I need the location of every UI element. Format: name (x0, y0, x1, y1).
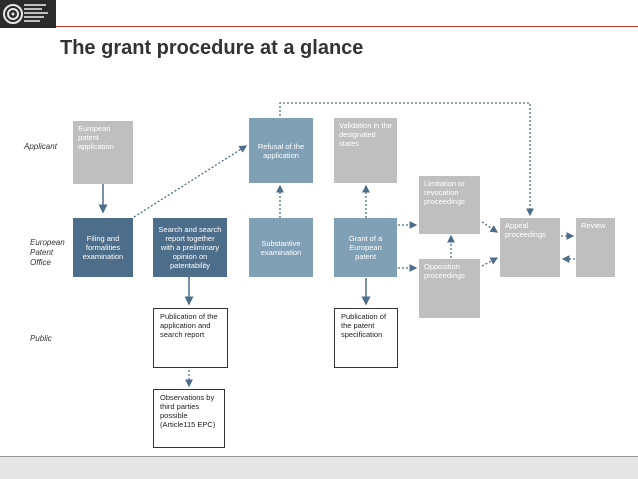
row-label-public: Public (30, 334, 52, 343)
box-limitation: Limitation or revocation proceedings (419, 176, 480, 234)
box-opposition: Opposition proceedings (419, 259, 480, 318)
box-refusal: Refusal of the application (249, 118, 313, 183)
box-validation: Validation in the designated states (334, 118, 397, 183)
logo-text-lines (24, 4, 52, 24)
arrow-filing-to-refusal (133, 145, 248, 218)
header-rule (56, 26, 638, 27)
arrow-limitation-to-appeal (481, 221, 499, 233)
box-grant: Grant of a European patent (334, 218, 397, 277)
row-label-office: European Patent Office (30, 238, 65, 267)
box-european-application: European patent application (73, 121, 133, 184)
box-review: Review (576, 218, 615, 277)
box-publication-application: Publication of the application and searc… (153, 308, 228, 368)
page-title: The grant procedure at a glance (60, 37, 364, 59)
footer-bar (0, 456, 638, 479)
box-filing: Filing and formalities examination (73, 218, 133, 277)
box-appeal: Appeal proceedings (500, 218, 560, 277)
spiral-icon (3, 4, 23, 24)
arrow-opposition-to-appeal (481, 257, 499, 267)
arrow-refusal-to-appeal (279, 102, 534, 217)
row-label-applicant: Applicant (24, 142, 57, 151)
box-publication-patent: Publication of the patent specification (334, 308, 398, 368)
box-substantive: Substantive examination (249, 218, 313, 277)
box-search: Search and search report together with a… (153, 218, 227, 277)
epo-logo-icon (0, 0, 56, 28)
box-observations: Observations by third parties possible (… (153, 389, 225, 448)
